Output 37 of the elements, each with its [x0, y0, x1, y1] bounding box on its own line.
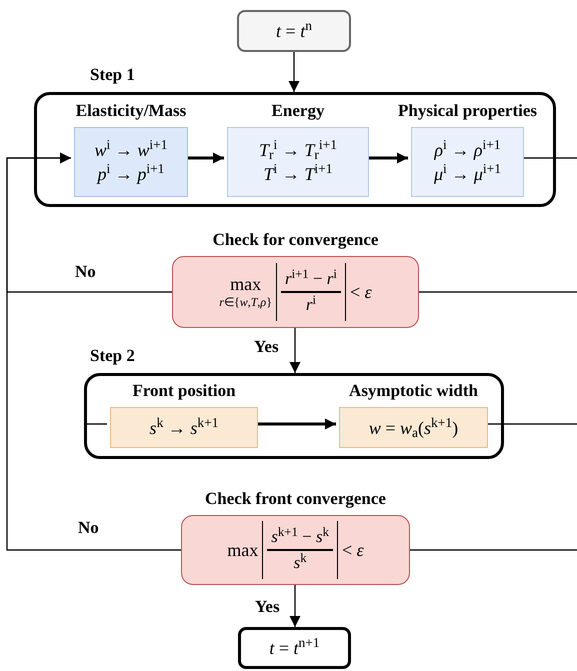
formula-text: t = t$^{n}$ — [276, 19, 312, 43]
formula-text: w = w$_{a}$(s$^{k+1}$) — [368, 416, 458, 440]
formula-subscript: r∈{w,T,ρ} — [219, 294, 272, 310]
formula-text: s$^{k}$ → s$^{k+1}$ — [150, 416, 218, 440]
fraction-numerator: r$^{i+1}$ − r$^{i}$ — [280, 267, 341, 293]
fraction-numerator: s$^{k+1}$ − s$^{k}$ — [267, 525, 333, 551]
formula-text: < ε — [342, 539, 364, 562]
formula-text: t = t$^{n+1}$ — [269, 636, 320, 660]
fraction-denominator: r$^{i}$ — [306, 293, 316, 316]
formula-text: w$^{i}$ → w$^{i+1}$ — [94, 138, 168, 162]
edge-label: Yes — [254, 337, 279, 357]
box-heading: Check front convergence — [205, 489, 386, 509]
step-heading: Step 2 — [90, 346, 135, 366]
edge-label: Yes — [255, 597, 280, 617]
connector-arrow — [290, 328, 300, 373]
formula-text: T$^{i}$ → T$^{i+1}$ — [264, 162, 332, 186]
connector-arrow — [290, 585, 300, 627]
connector-arrow — [288, 52, 300, 92]
connector-arrow — [6, 152, 181, 551]
box-heading: Check for convergence — [212, 230, 378, 250]
formula-text: max — [227, 540, 258, 560]
box-heading: Elasticity/Mass — [76, 101, 186, 121]
formula-text: < ε — [350, 281, 372, 304]
time-step-box — [237, 10, 351, 52]
time-step-box — [238, 627, 351, 669]
edge-label: No — [75, 262, 96, 282]
box-heading: Energy — [272, 101, 324, 121]
formula-text: max — [230, 274, 262, 294]
box-heading: Front position — [132, 381, 236, 401]
formula-text: ρ$^{i}$ → ρ$^{i+1}$ — [434, 138, 501, 162]
step-heading: Step 1 — [90, 65, 135, 85]
box-heading: Physical properties — [398, 101, 537, 121]
formula-text: p$^{i}$ → p$^{i+1}$ — [98, 162, 164, 186]
edge-label: No — [78, 518, 99, 538]
fraction-denominator: s$^{k}$ — [294, 551, 307, 574]
formula-text: μ$^{i}$ → μ$^{i+1}$ — [434, 162, 501, 186]
box-heading: Asymptotic width — [349, 381, 478, 401]
